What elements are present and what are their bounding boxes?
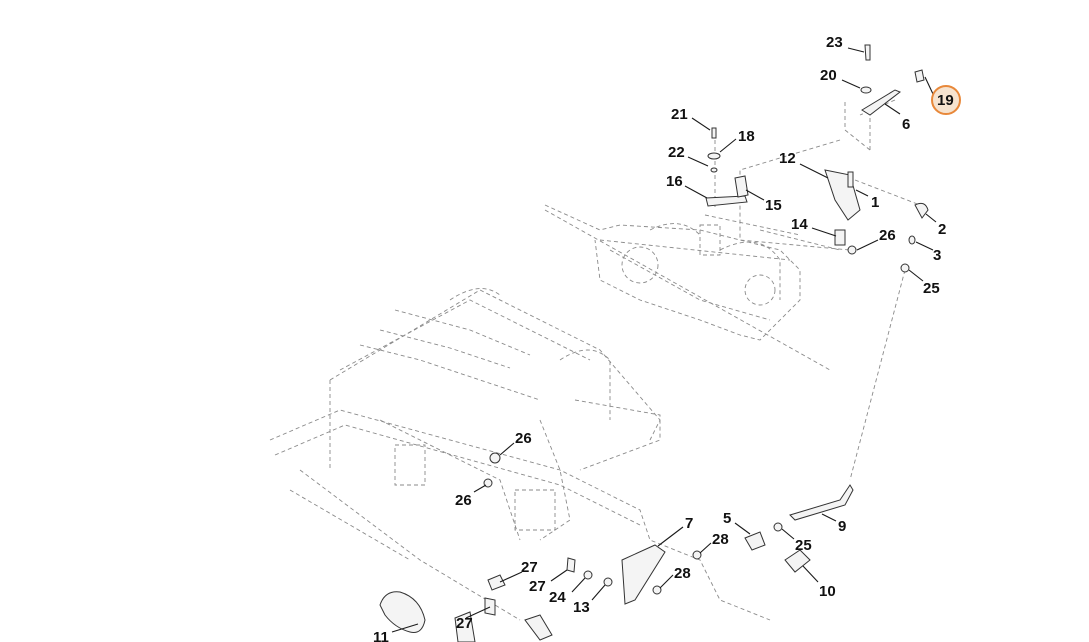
mower-frame: [269, 288, 771, 621]
callout-2[interactable]: 2: [938, 221, 946, 238]
callout-labels: 23 20 19 6 21 18 22 12 16 15 1 2 14 26 3…: [373, 34, 954, 642]
callout-9[interactable]: 9: [838, 518, 846, 535]
lower-hardware: [379, 522, 811, 642]
callout-26-low[interactable]: 26: [455, 492, 472, 509]
callout-6[interactable]: 6: [902, 116, 910, 133]
transaxle-assembly: [544, 204, 831, 371]
callout-15[interactable]: 15: [765, 197, 782, 214]
callout-25-upper[interactable]: 25: [923, 280, 940, 297]
callout-7[interactable]: 7: [685, 515, 693, 532]
callout-23[interactable]: 23: [826, 34, 843, 51]
highlight-ring: [931, 85, 961, 115]
callout-22[interactable]: 22: [668, 144, 685, 161]
callout-11[interactable]: 11: [373, 629, 389, 642]
callout-26-upper[interactable]: 26: [879, 227, 896, 244]
leader-lines: [391, 47, 937, 633]
callout-16[interactable]: 16: [666, 173, 683, 190]
callout-12[interactable]: 12: [779, 150, 796, 167]
callout-21[interactable]: 21: [671, 106, 688, 123]
callout-26-mid[interactable]: 26: [515, 430, 532, 447]
callout-3[interactable]: 3: [933, 247, 941, 264]
callout-13[interactable]: 13: [573, 599, 590, 616]
callout-18[interactable]: 18: [738, 128, 755, 145]
callout-27-c[interactable]: 27: [456, 615, 473, 632]
callout-28-lower[interactable]: 28: [674, 565, 691, 582]
callout-27-b[interactable]: 27: [529, 578, 546, 595]
callout-24[interactable]: 24: [549, 589, 566, 606]
callout-14[interactable]: 14: [791, 216, 808, 233]
upper-hardware: [483, 44, 929, 488]
link-rod: [789, 269, 906, 521]
callout-20[interactable]: 20: [820, 67, 837, 84]
callout-28-upper[interactable]: 28: [712, 531, 729, 548]
callout-1[interactable]: 1: [871, 194, 879, 211]
callout-5[interactable]: 5: [723, 510, 731, 527]
callout-25-lower[interactable]: 25: [795, 537, 812, 554]
callout-27-a[interactable]: 27: [521, 559, 538, 576]
callout-19[interactable]: 19: [937, 92, 954, 109]
callout-10[interactable]: 10: [819, 583, 836, 600]
